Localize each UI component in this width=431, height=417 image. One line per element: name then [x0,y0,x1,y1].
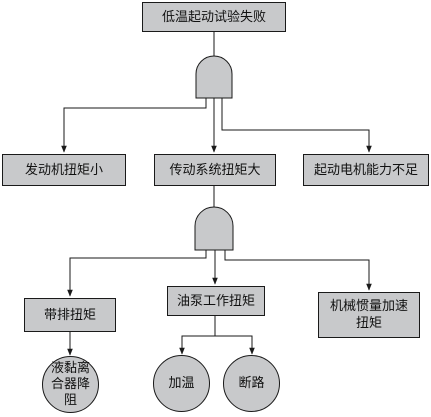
starter-capacity-box: 起动电机能力不足 [303,154,429,186]
connector-pump-to-open-circuit [215,335,255,355]
starter-capacity-label: 起动电机能力不足 [313,162,418,178]
open-circuit-circle: 断路 [223,355,280,412]
inertia-torque-label: 机械惯量加速扭矩 [329,299,408,331]
drag-torque-box: 带排扭矩 [24,298,116,332]
open-circuit-label: 断路 [238,375,265,391]
clutch-drag-reduction-label: 液黏离合器降阻 [50,360,90,408]
drivetrain-torque-label: 传动系统扭矩大 [169,162,261,178]
or-gate-2 [194,206,234,251]
connector-gate1-to-engine-torque [61,98,207,153]
connector-gate1-to-starter-capacity [221,98,372,153]
connector-gate2-to-inertia-torque [224,250,372,291]
pump-torque-label: 油泵工作扭矩 [176,293,255,309]
clutch-drag-reduction-circle: 液黏离合器降阻 [42,356,99,413]
engine-torque-box: 发动机扭矩小 [2,154,126,186]
drag-torque-label: 带排扭矩 [43,307,96,323]
engine-torque-label: 发动机扭矩小 [24,162,103,178]
heating-label: 加温 [168,375,195,391]
inertia-torque-box: 机械惯量加速扭矩 [318,292,420,338]
or-gate-1 [195,55,233,99]
connector-pump-to-heating [179,316,216,355]
top-event-label: 低温起动试验失败 [161,9,266,25]
connector-gate2-to-drag-torque [67,250,207,297]
pump-torque-box: 油泵工作扭矩 [167,286,265,316]
top-event-box: 低温起动试验失败 [142,2,286,32]
heating-circle: 加温 [153,355,210,412]
drivetrain-torque-box: 传动系统扭矩大 [154,154,276,186]
